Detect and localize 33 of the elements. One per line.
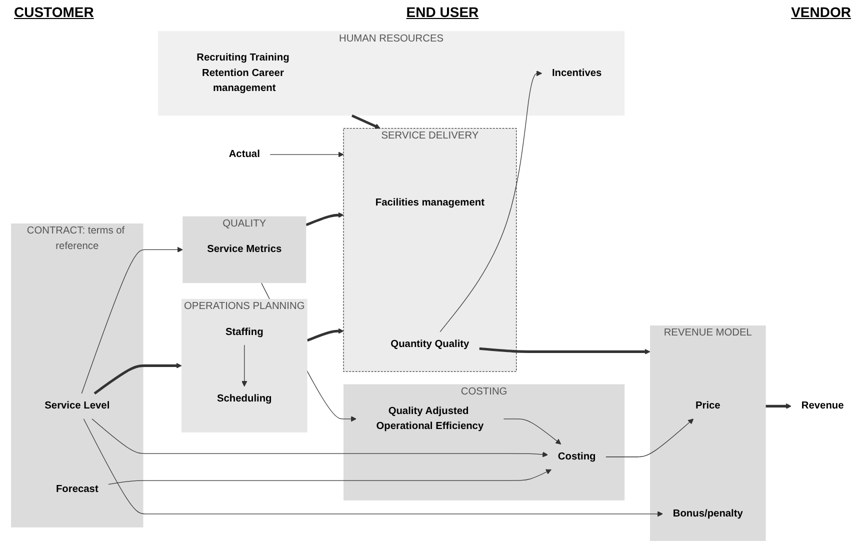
column-heading: END USER bbox=[406, 4, 479, 22]
arrow bbox=[81, 246, 183, 394]
arrow bbox=[92, 418, 548, 458]
node-text: Bonus/penalty bbox=[672, 508, 743, 519]
arrow bbox=[351, 114, 380, 129]
arrow bbox=[479, 347, 650, 354]
node-text: Price bbox=[695, 400, 720, 412]
node-text: Recruiting Training Retention Career management bbox=[196, 52, 290, 94]
arrow bbox=[440, 70, 542, 332]
node-text: Revenue bbox=[801, 400, 844, 412]
arrow bbox=[766, 403, 792, 409]
arrow bbox=[242, 344, 248, 387]
arrow bbox=[306, 212, 344, 226]
column-heading: CUSTOMER bbox=[14, 4, 94, 22]
node-text: Quantity Quality bbox=[390, 338, 470, 350]
node-text: Facilities management bbox=[375, 197, 484, 208]
node-text: Scheduling bbox=[216, 393, 272, 404]
column-heading: VENDOR bbox=[791, 4, 851, 22]
node-text: Staffing bbox=[225, 326, 264, 338]
node-text: Costing bbox=[558, 451, 596, 462]
arrow bbox=[306, 328, 344, 342]
node-text: Forecast bbox=[56, 484, 98, 494]
arrow bbox=[606, 418, 694, 458]
node-text: Service Metrics bbox=[207, 244, 282, 255]
arrow bbox=[94, 362, 182, 394]
node-text: Service Level bbox=[44, 400, 110, 412]
node-text: Actual bbox=[228, 148, 260, 160]
arrow bbox=[83, 418, 663, 517]
node-text: Incentives bbox=[552, 68, 602, 78]
arrow bbox=[108, 469, 552, 485]
arrow bbox=[503, 418, 562, 444]
node-text: Quality Adjusted Operational Efficiency bbox=[376, 406, 484, 432]
arrow bbox=[270, 152, 344, 158]
